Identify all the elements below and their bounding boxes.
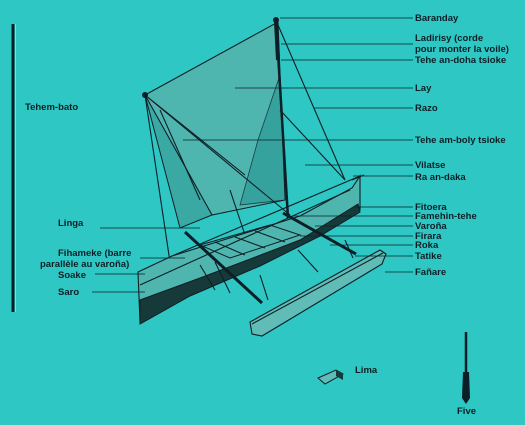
lima-bailer <box>317 369 345 385</box>
label-varona: Varoña <box>415 221 447 232</box>
label-baranday: Baranday <box>415 13 459 24</box>
label-fitoera: Fitoera <box>415 202 447 213</box>
label-tehe-an-doha-tsioke: Tehe an-doha tsioke <box>415 55 506 66</box>
label-razo: Razo <box>415 103 438 114</box>
label-tehem-bato: Tehem-bato <box>25 102 78 113</box>
label-famehin-tehe: Famehin-tehe <box>415 211 477 222</box>
label-fihameke-line2: parallèle au varoña) <box>40 259 129 270</box>
sail <box>144 21 291 229</box>
five-paddle <box>462 332 470 404</box>
label-ra-an-daka: Ra an-daka <box>415 172 466 183</box>
label-firara: Firara <box>415 231 442 242</box>
label-fanare: Fañare <box>415 267 446 278</box>
label-lay: Lay <box>415 83 432 94</box>
label-ladirisy-line2: pour monter la voile) <box>415 44 509 55</box>
label-fihameke-line1: Fihameke (barre <box>58 248 131 259</box>
label-tehe-am-boly-tsioke: Tehe am-boly tsioke <box>415 135 506 146</box>
label-lima: Lima <box>355 365 378 376</box>
label-soake: Soake <box>58 270 86 281</box>
label-tatike: Tatike <box>415 251 442 262</box>
label-saro: Saro <box>58 287 79 298</box>
label-five: Five <box>457 406 476 417</box>
deck <box>198 224 302 259</box>
leader-lines <box>92 17 413 293</box>
label-roka: Roka <box>415 240 439 251</box>
label-vilatse: Vilatse <box>415 160 445 171</box>
outrigger-booms <box>183 211 357 305</box>
tehem-bato-pole <box>11 24 16 312</box>
label-linga: Linga <box>58 218 84 229</box>
mast <box>142 17 290 219</box>
label-ladirisy-line1: Ladirisy (corde <box>415 33 483 44</box>
hull <box>137 174 365 325</box>
float <box>249 249 387 337</box>
